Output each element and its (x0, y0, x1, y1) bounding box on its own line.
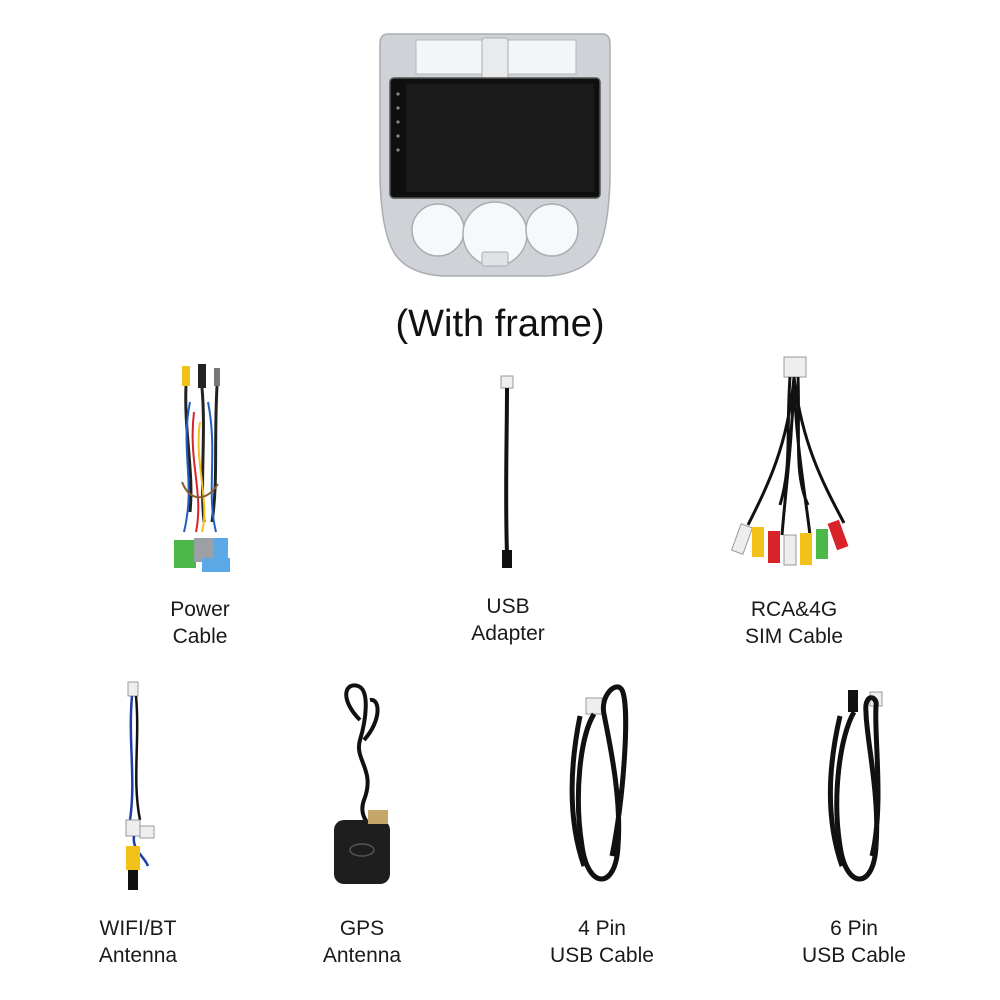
rca-sim-cable-image (728, 355, 858, 575)
usb-adapter-caption: USB Adapter (428, 593, 588, 647)
head-unit-image (378, 30, 612, 280)
power-cable-image (160, 362, 240, 577)
power-cable-caption-line2: Cable (172, 625, 228, 648)
wifi-bt-antenna-caption-line2: Antenna (98, 944, 178, 967)
gps-antenna-image (330, 680, 396, 890)
wifi-bt-antenna-image (118, 680, 168, 895)
gps-antenna-caption-line1: GPS (339, 917, 385, 940)
rca-sim-cable-caption-line2: SIM Cable (744, 625, 844, 648)
6pin-usb-cable-caption: 6 Pin USB Cable (774, 915, 934, 969)
4pin-usb-cable-caption-line2: USB Cable (550, 944, 654, 967)
usb-adapter-caption-line1: USB (486, 595, 530, 618)
gps-antenna-caption: GPS Antenna (282, 915, 442, 969)
6pin-usb-cable-caption-line2: USB Cable (802, 944, 906, 967)
wifi-bt-antenna-caption-line1: WIFI/BT (99, 917, 177, 940)
wifi-bt-antenna-caption: WIFI/BT Antenna (58, 915, 218, 969)
4pin-usb-cable-caption-line1: 4 Pin (578, 917, 626, 940)
head-unit-caption: (With frame) (395, 303, 605, 345)
power-cable-caption-line1: Power (170, 598, 230, 621)
power-cable-caption: Power Cable (120, 596, 280, 650)
gps-antenna-caption-line2: Antenna (322, 944, 402, 967)
4pin-usb-cable-image (560, 676, 640, 896)
6pin-usb-cable-image (818, 676, 898, 896)
usb-adapter-image (492, 374, 522, 570)
rca-sim-cable-caption-line1: RCA&4G (750, 598, 838, 621)
6pin-usb-cable-caption-line1: 6 Pin (830, 917, 878, 940)
usb-adapter-caption-line2: Adapter (471, 622, 545, 645)
4pin-usb-cable-caption: 4 Pin USB Cable (522, 915, 682, 969)
rca-sim-cable-caption: RCA&4G SIM Cable (714, 596, 874, 650)
